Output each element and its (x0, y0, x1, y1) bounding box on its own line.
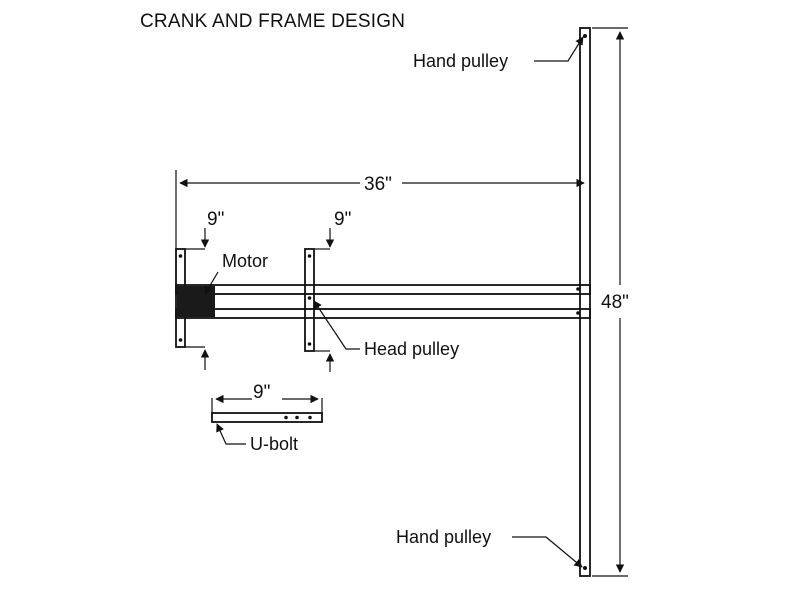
dimension-arm-length-label: 36" (364, 174, 392, 195)
hand-pulley-bottom-label: Hand pulley (396, 527, 491, 547)
u-bolt-label: U-bolt (250, 434, 298, 454)
vertical-post (579, 27, 591, 577)
dimension-bracket-left: 9" (200, 209, 224, 370)
motor-block (177, 286, 215, 317)
dimension-u-bolt-label: 9" (253, 382, 270, 403)
motor-label: Motor (222, 251, 268, 271)
diagram-title: CRANK AND FRAME DESIGN (140, 11, 405, 32)
callout-hand-pulley-top: Hand pulley (413, 36, 584, 71)
head-pulley-label: Head pulley (364, 339, 459, 359)
dimension-post-height: 48" (592, 27, 629, 577)
hand-pulley-top-label: Hand pulley (413, 51, 508, 71)
dimension-bracket-left-label: 9" (207, 209, 224, 230)
callout-u-bolt: U-bolt (216, 423, 298, 454)
horizontal-arm (175, 284, 591, 319)
callout-head-pulley: Head pulley (313, 300, 459, 359)
right-bracket (304, 248, 330, 352)
dimension-bracket-right: 9" (325, 209, 351, 372)
dimension-bracket-right-label: 9" (334, 209, 351, 230)
dimension-arm-length: 36" (175, 170, 585, 249)
u-bolt-part (211, 398, 323, 423)
dimension-post-height-label: 48" (601, 292, 629, 313)
callout-motor: Motor (204, 251, 268, 295)
dimension-u-bolt: 9" (215, 382, 319, 404)
callout-hand-pulley-bottom: Hand pulley (396, 527, 583, 568)
